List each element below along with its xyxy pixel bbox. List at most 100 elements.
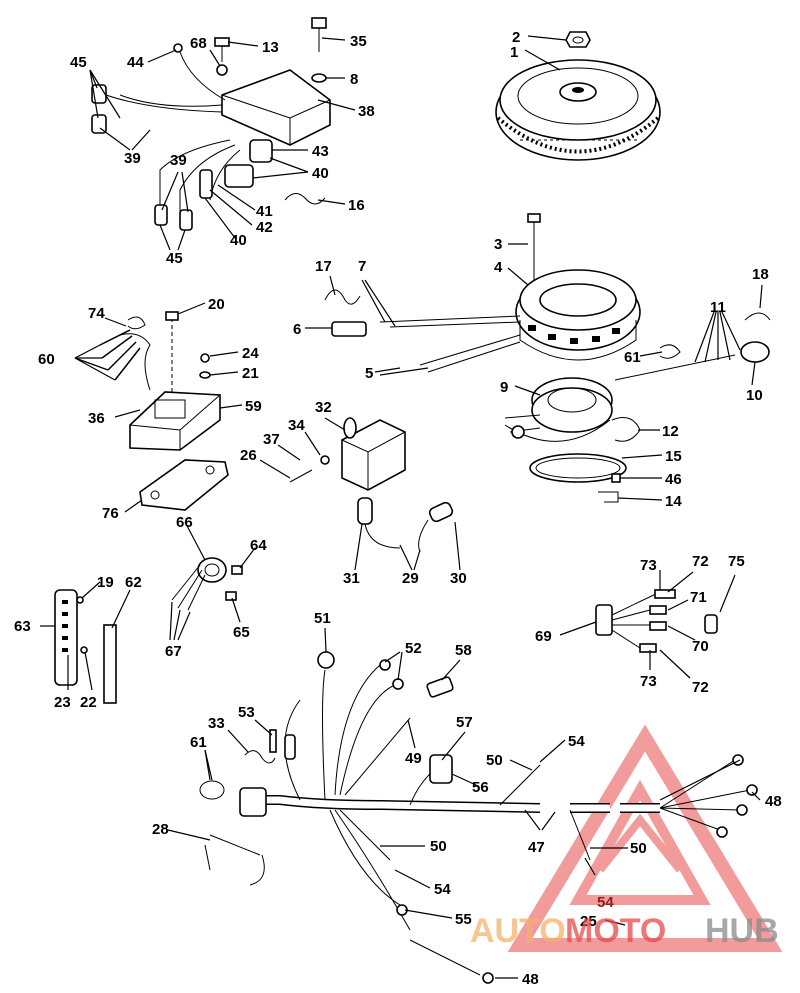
- callout-59: 59: [245, 398, 262, 415]
- callout-4: 4: [494, 259, 503, 276]
- watermark-moto: MOTO: [565, 912, 666, 950]
- callout-68: 68: [190, 35, 207, 52]
- callout-51: 51: [314, 610, 331, 627]
- callout-76: 76: [102, 505, 119, 522]
- watermark-text: AUTO MOTO HUB: [470, 912, 779, 950]
- callout-29: 29: [402, 570, 419, 587]
- watermark-auto: AUTO: [470, 912, 566, 950]
- callout-45a: 45: [70, 54, 87, 71]
- callout-6: 6: [293, 321, 301, 338]
- leader-lines: [40, 35, 763, 979]
- callout-46: 46: [665, 471, 682, 488]
- stator-part: [324, 213, 641, 373]
- callout-64: 64: [250, 537, 267, 554]
- callout-40a: 40: [312, 165, 329, 182]
- callout-54a: 54: [568, 733, 585, 750]
- callout-2: 2: [512, 29, 520, 46]
- sensor-part: [171, 557, 243, 611]
- callout-60: 60: [38, 351, 55, 368]
- callout-47: 47: [528, 839, 545, 856]
- callout-36: 36: [88, 410, 105, 427]
- callout-71: 71: [690, 589, 707, 606]
- callout-74: 74: [88, 305, 105, 322]
- callout-55: 55: [455, 911, 472, 928]
- flywheel-part: [495, 31, 661, 161]
- callout-50b: 50: [430, 838, 447, 855]
- callout-19: 19: [97, 574, 114, 591]
- callout-14: 14: [665, 493, 682, 510]
- callout-61b: 61: [190, 734, 207, 751]
- callout-73a: 73: [640, 557, 657, 574]
- callout-43: 43: [312, 143, 329, 160]
- callout-28: 28: [152, 821, 169, 838]
- callout-44: 44: [127, 54, 144, 71]
- callout-3: 3: [494, 236, 502, 253]
- power-pack-part: [91, 17, 331, 231]
- callout-50a: 50: [486, 752, 503, 769]
- callout-26: 26: [240, 447, 257, 464]
- callout-1: 1: [510, 44, 518, 61]
- callout-50c: 50: [630, 840, 647, 857]
- callout-7: 7: [358, 258, 366, 275]
- callout-72a: 72: [692, 553, 709, 570]
- callout-34: 34: [288, 417, 305, 434]
- callout-45b: 45: [166, 250, 183, 267]
- callout-30: 30: [450, 570, 467, 587]
- callout-12: 12: [662, 423, 679, 440]
- callout-32: 32: [315, 399, 332, 416]
- callout-23: 23: [54, 694, 71, 711]
- callout-11: 11: [710, 299, 726, 316]
- callout-labels: 1 2 3 4 5 6 7 8 9 10 11 12 13 14 15 16 1…: [14, 29, 782, 988]
- callout-22: 22: [80, 694, 97, 711]
- callout-67: 67: [165, 643, 182, 660]
- terminal-strip-part: [54, 589, 117, 704]
- callout-39b: 39: [170, 152, 187, 169]
- callout-72b: 72: [692, 679, 709, 696]
- callout-48b: 48: [522, 971, 539, 988]
- callout-65: 65: [233, 624, 250, 641]
- callout-73b: 73: [640, 673, 657, 690]
- callout-54b: 54: [434, 881, 451, 898]
- callout-52: 52: [405, 640, 422, 657]
- callout-69: 69: [535, 628, 552, 645]
- callout-57: 57: [456, 714, 473, 731]
- connector-69-part: [595, 589, 718, 653]
- callout-54c: 54: [597, 894, 614, 911]
- timer-base-part: [504, 312, 771, 503]
- spark-plug-lead-part: [357, 497, 454, 553]
- callout-62: 62: [125, 574, 142, 591]
- callout-16: 16: [348, 197, 365, 214]
- callout-40b: 40: [230, 232, 247, 249]
- callout-63: 63: [14, 618, 31, 635]
- callout-35: 35: [350, 33, 367, 50]
- rectifier-part: [99, 311, 229, 511]
- callout-8: 8: [350, 71, 358, 88]
- callout-25: 25: [580, 913, 597, 930]
- callout-9: 9: [500, 379, 508, 396]
- callout-5: 5: [365, 365, 373, 382]
- callout-37: 37: [263, 431, 280, 448]
- callout-13: 13: [262, 39, 279, 56]
- callout-48a: 48: [765, 793, 782, 810]
- callout-49: 49: [405, 750, 422, 767]
- callout-15: 15: [665, 448, 682, 465]
- callout-42: 42: [256, 219, 273, 236]
- callout-39a: 39: [124, 150, 141, 167]
- callout-75: 75: [728, 553, 745, 570]
- callout-33: 33: [208, 715, 225, 732]
- watermark-hub: HUB: [705, 912, 779, 950]
- callout-58: 58: [455, 642, 472, 659]
- callout-61a: 61: [624, 349, 641, 366]
- ignition-coil-part: [289, 417, 406, 491]
- callout-70: 70: [692, 638, 709, 655]
- callout-66: 66: [176, 514, 193, 531]
- callout-53: 53: [238, 704, 255, 721]
- wiring-harness-part: [199, 651, 758, 984]
- callout-18: 18: [752, 266, 769, 283]
- callout-24: 24: [242, 345, 259, 362]
- callout-10: 10: [746, 387, 763, 404]
- callout-20: 20: [208, 296, 225, 313]
- callout-41: 41: [256, 203, 273, 220]
- callout-38: 38: [358, 103, 375, 120]
